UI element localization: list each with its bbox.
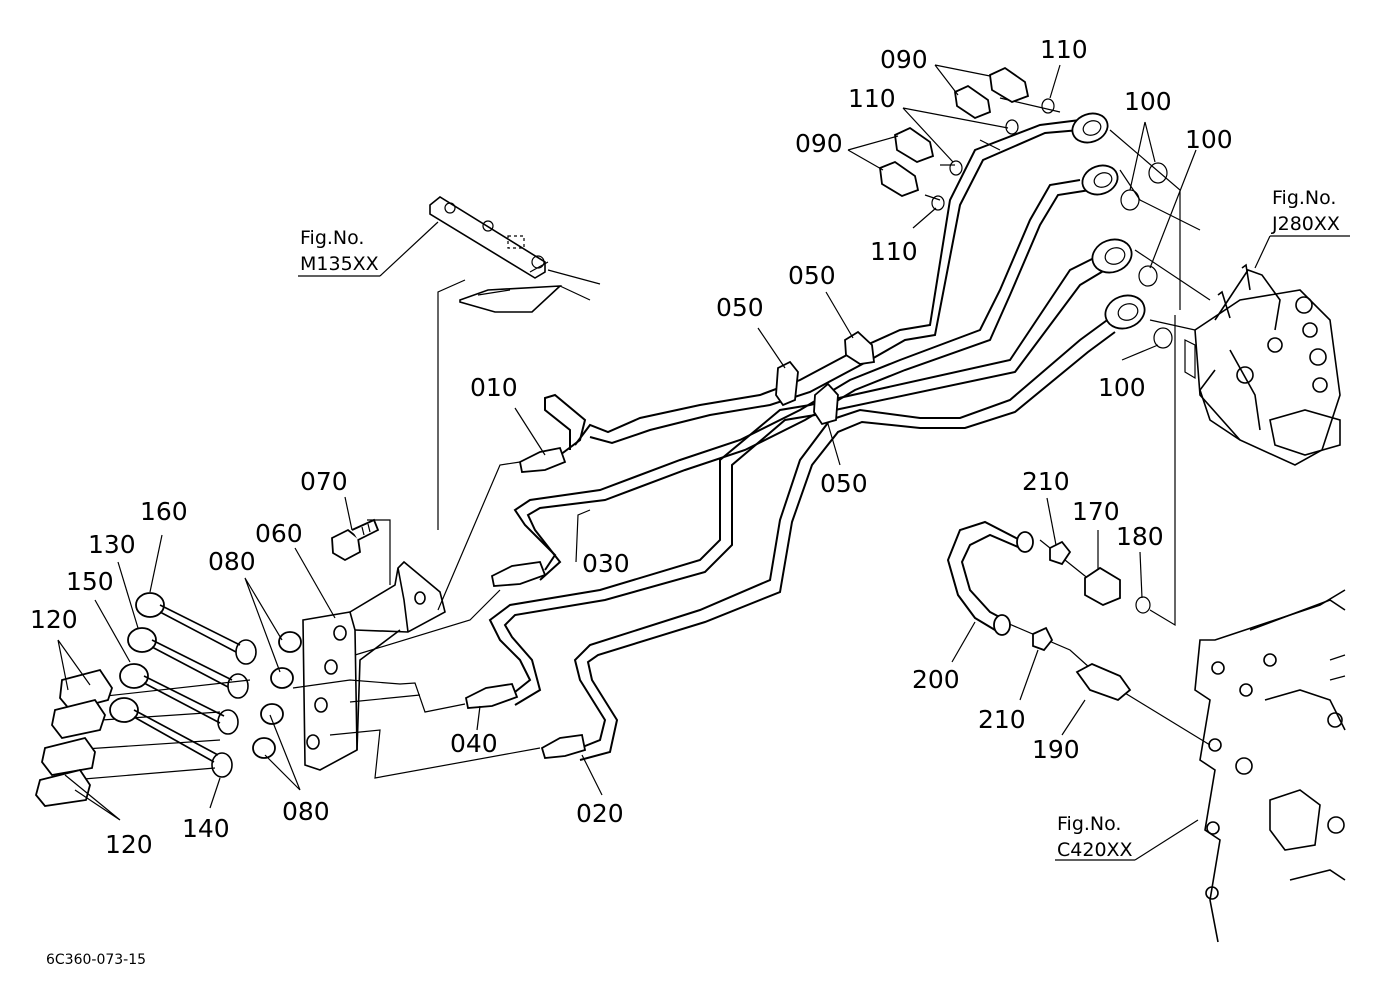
label-050-top: 050: [788, 261, 836, 290]
label-100-bottom: 100: [1098, 373, 1146, 402]
label-leaders: [57, 64, 1197, 821]
m135-bracket-outline: [429, 196, 601, 313]
bolt-070: [331, 518, 380, 562]
nuts-080: [252, 631, 302, 759]
leader-c420: [1134, 819, 1199, 861]
couplers-120: [35, 668, 113, 807]
bracket-060: [302, 560, 446, 771]
label-160: 160: [140, 497, 188, 526]
label-030: 030: [582, 549, 630, 578]
banjo-bolts-090: [879, 66, 1030, 197]
label-090-mid: 090: [795, 129, 843, 158]
label-050-left: 050: [716, 293, 764, 322]
label-130: 130: [88, 530, 136, 559]
label-210-top: 210: [1022, 467, 1070, 496]
tube-020: [573, 317, 1116, 761]
tube-030: [513, 179, 1091, 581]
drawing-code: 6C360-073-15: [46, 952, 146, 968]
assembly-lines: [69, 97, 1211, 781]
fig-ref-c420-line1: Fig.No.: [1057, 813, 1121, 835]
label-120-top: 120: [30, 605, 78, 634]
label-080-top: 080: [208, 547, 256, 576]
label-020: 020: [576, 799, 624, 828]
dust-caps: [109, 592, 165, 723]
label-170: 170: [1072, 497, 1120, 526]
label-050-bottom: 050: [820, 469, 868, 498]
label-140: 140: [182, 814, 230, 843]
label-210-bottom: 210: [978, 705, 1026, 734]
label-100-top: 100: [1124, 87, 1172, 116]
label-110-top: 110: [1040, 35, 1088, 64]
fig-ref-m135-line2: M135XX: [300, 253, 379, 275]
label-060: 060: [255, 519, 303, 548]
tube-fittings: [464, 446, 587, 759]
leader-m135: [379, 221, 439, 277]
tube-end-sleeves: [1071, 112, 1146, 330]
fig-ref-j280-line1: Fig.No.: [1272, 187, 1336, 209]
label-010: 010: [470, 373, 518, 402]
fig-ref-j280-line2: J280XX: [1271, 213, 1340, 235]
c420-transmission-case: [1194, 589, 1346, 943]
j280-control-valve: [1184, 263, 1341, 466]
tube-040: [488, 254, 1106, 706]
o-ring-180: [1135, 596, 1151, 614]
label-090-top: 090: [880, 45, 928, 74]
label-120-bottom: 120: [105, 830, 153, 859]
label-200: 200: [912, 665, 960, 694]
switch-190: [1075, 663, 1132, 702]
o-rings: [931, 98, 1173, 349]
label-040: 040: [450, 729, 498, 758]
label-150: 150: [66, 567, 114, 596]
label-070: 070: [300, 467, 348, 496]
clamps-050: [775, 330, 875, 426]
fig-ref-c420-line2: C420XX: [1057, 839, 1133, 861]
fig-ref-m135-line1: Fig.No.: [300, 227, 364, 249]
switch-170: [1084, 566, 1121, 606]
leader-j280: [1254, 235, 1271, 269]
label-190: 190: [1032, 735, 1080, 764]
tethers-140: [133, 604, 257, 778]
label-180: 180: [1116, 522, 1164, 551]
label-080-bottom: 080: [282, 797, 330, 826]
label-110-mid: 110: [848, 84, 896, 113]
clips-210: [1032, 540, 1072, 652]
hose-200: [946, 520, 1034, 636]
label-100-right: 100: [1185, 125, 1233, 154]
label-110-bottom: 110: [870, 237, 918, 266]
